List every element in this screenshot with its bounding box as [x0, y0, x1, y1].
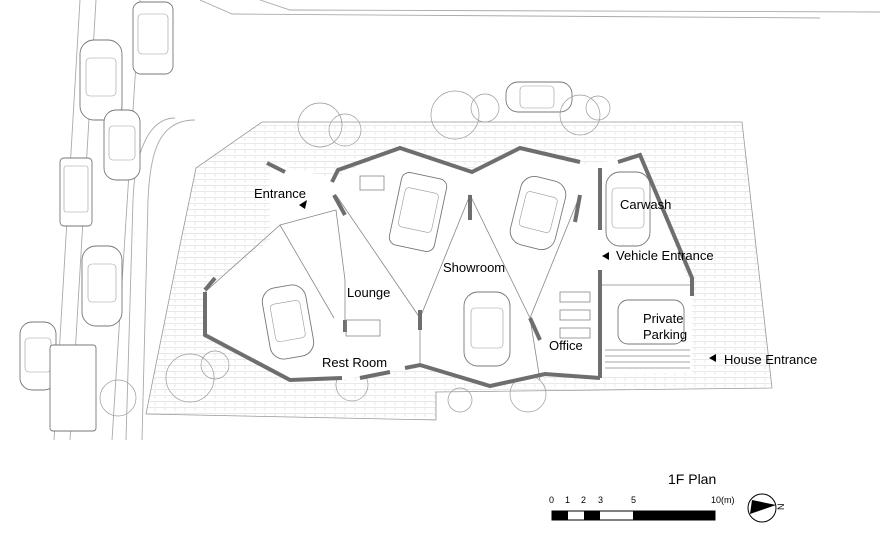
car-lounge [388, 172, 448, 252]
interior-floor [205, 148, 692, 385]
label-lounge: Lounge [347, 285, 390, 300]
label-private-parking-line1: Private [643, 311, 683, 326]
street-car [49, 344, 97, 432]
office-furniture [345, 175, 591, 339]
street-car [132, 1, 174, 75]
label-showroom: Showroom [443, 260, 505, 275]
north-arrow-pointer [750, 500, 776, 514]
street-car [103, 109, 141, 181]
arrow-entrance [299, 200, 307, 209]
arrow-house-entrance [709, 354, 716, 362]
label-house-entrance: House Entrance [724, 352, 817, 367]
scale-seg [584, 511, 600, 520]
street-car [81, 245, 123, 327]
street-car [59, 157, 93, 227]
label-office: Office [549, 338, 583, 353]
trees [99, 90, 611, 417]
scale-tick-5: 5 [631, 495, 636, 505]
street-cars [19, 1, 573, 432]
car-showroom [509, 175, 567, 251]
street-car [505, 81, 573, 113]
car-private [617, 299, 685, 345]
scale-tick-0: 0 [549, 495, 554, 505]
label-vehicle-entrance: Vehicle Entrance [616, 248, 714, 263]
north-letter: N [776, 504, 786, 511]
showroom-cars [261, 171, 685, 367]
scale-tick-10: 10(m) [711, 495, 735, 505]
car-center [463, 291, 511, 367]
label-rest-room: Rest Room [322, 355, 387, 370]
scale-tick-1: 1 [565, 495, 570, 505]
car-carwash [605, 171, 651, 247]
label-entrance: Entrance [254, 186, 306, 201]
scale-bar: 0 1 2 3 5 10(m) [549, 495, 735, 521]
scale-tick-3: 3 [598, 495, 603, 505]
arrow-vehicle-entrance [602, 252, 609, 260]
label-carwash: Carwash [620, 197, 671, 212]
plan-title: 1F Plan [668, 471, 716, 487]
scale-seg [552, 511, 568, 520]
street-car [79, 39, 123, 121]
car-entrance [261, 284, 315, 360]
north-arrow: N [747, 493, 786, 523]
scale-tick-2: 2 [581, 495, 586, 505]
road-lines [53, 0, 880, 441]
exterior-walls [203, 145, 694, 389]
label-private-parking-line2: Parking [643, 327, 687, 342]
stairs [605, 349, 690, 369]
scale-seg [633, 511, 715, 520]
